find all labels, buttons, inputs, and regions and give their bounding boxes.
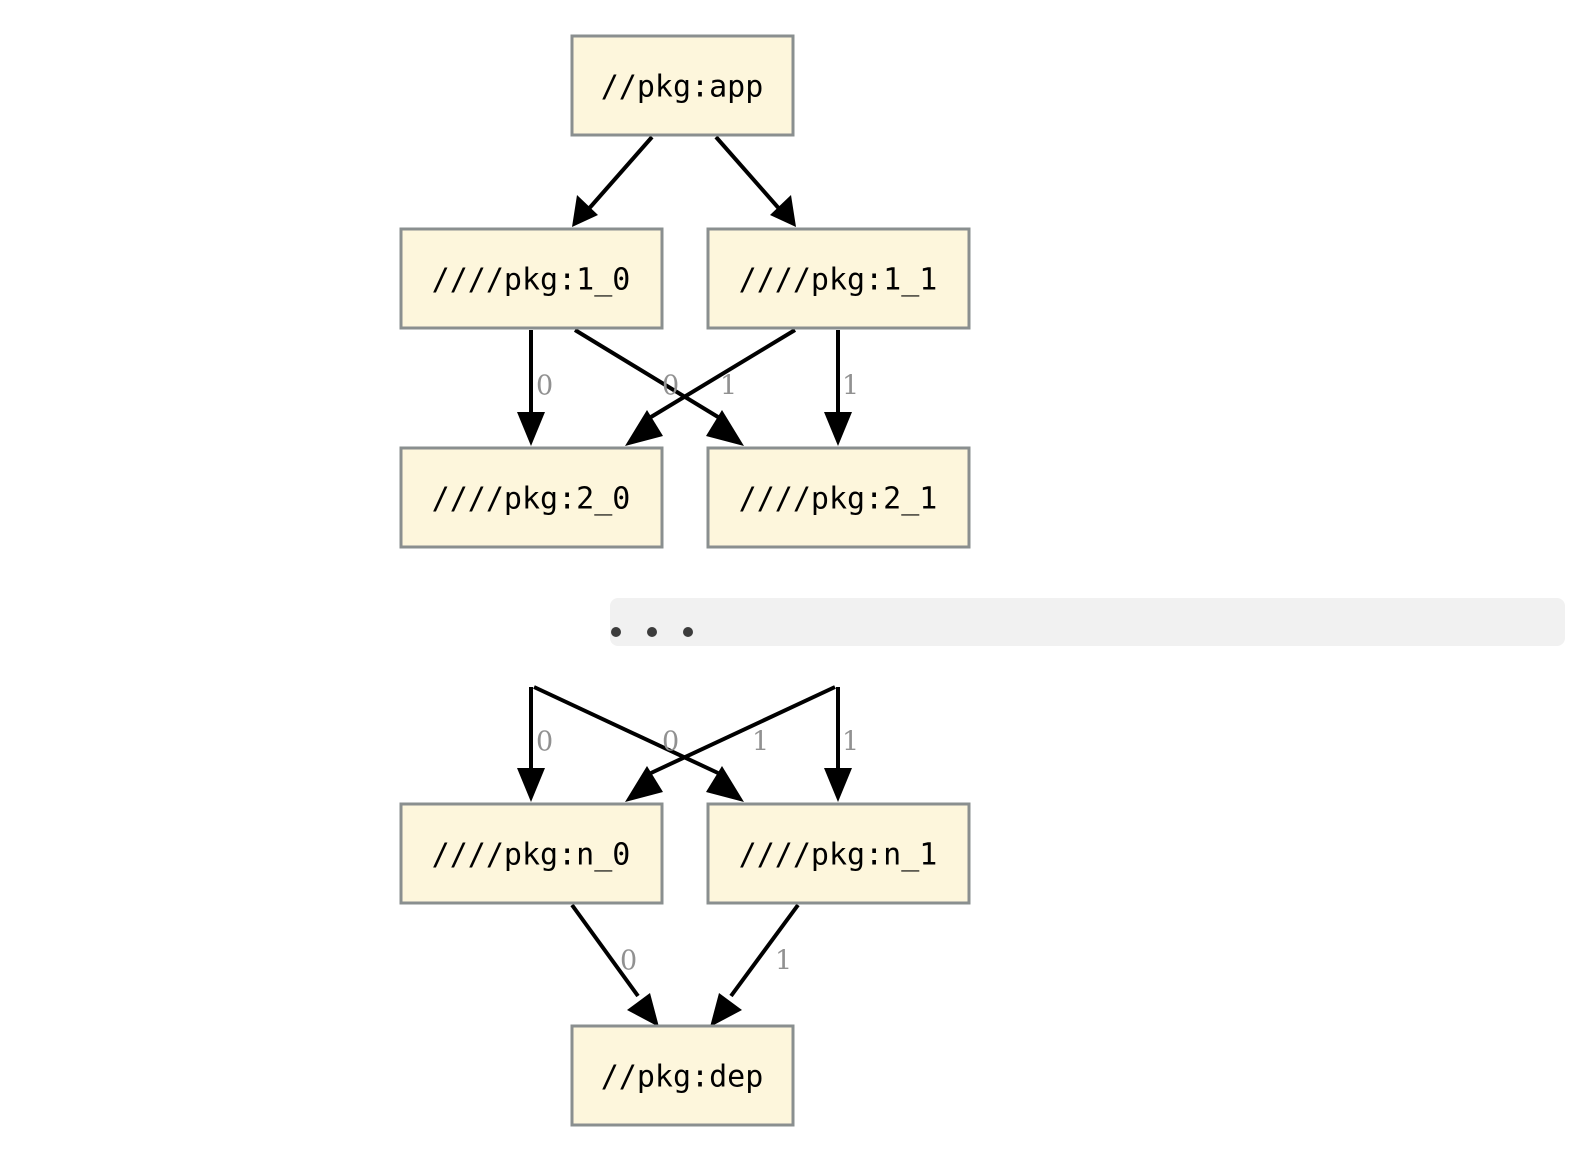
node-box[interactable] (399, 802, 664, 905)
edge-line (649, 328, 797, 419)
edge-line (573, 328, 720, 419)
ellipsis-band (610, 598, 1565, 646)
arrowhead-icon (824, 768, 852, 802)
node-label: ////pkg:n_1 (739, 838, 938, 873)
node-box[interactable] (399, 227, 664, 330)
node-label: //pkg:app (601, 70, 764, 105)
ellipsis-dot-icon (611, 627, 621, 637)
node-box[interactable] (399, 446, 664, 549)
arrowhead-icon (710, 993, 742, 1027)
arrowhead-icon (625, 410, 663, 446)
node-pkg-2_1[interactable]: ////pkg:2_1 (706, 446, 971, 549)
arrowhead-icon (517, 412, 545, 446)
node-pkg-n_0[interactable]: ////pkg:n_0 (399, 802, 664, 905)
arrowhead-icon (706, 766, 744, 802)
node-app[interactable]: //pkg:app (570, 34, 795, 137)
edge-above-to-n_1 (824, 687, 852, 802)
edge-label-1_0-2_0: 0 (536, 371, 553, 402)
node-label: ////pkg:1_1 (739, 263, 938, 298)
edge-above-to-n_0-cross (625, 685, 836, 802)
edge-label-1_1-2_0: 1 (720, 371, 737, 402)
node-box[interactable] (706, 446, 971, 549)
edge-line (584, 135, 654, 214)
edge-label-1_0-2_1: 0 (662, 371, 679, 402)
edge-line (714, 135, 784, 214)
node-label: ////pkg:n_0 (432, 838, 631, 873)
edge-line (729, 903, 800, 998)
node-dep[interactable]: //pkg:dep (570, 1024, 795, 1127)
edge-app-to-1_0 (572, 135, 654, 227)
node-label: ////pkg:2_1 (739, 482, 938, 517)
edge-label-above-n_0-cross: 1 (752, 727, 769, 758)
edge-line (533, 685, 719, 775)
node-box[interactable] (570, 34, 795, 137)
edge-app-to-1_1 (714, 135, 796, 227)
arrowhead-icon (824, 412, 852, 446)
node-box[interactable] (706, 802, 971, 905)
edge-label-1_1-2_1: 1 (842, 371, 859, 402)
arrowhead-icon (517, 768, 545, 802)
node-label: ////pkg:2_0 (432, 482, 631, 517)
arrowhead-icon (706, 410, 744, 446)
edge-1_1-to-2_0 (625, 328, 797, 446)
edge-1_0-to-2_0 (517, 330, 545, 446)
edge-1_1-to-2_1 (824, 330, 852, 446)
ellipsis-dot-icon (683, 627, 693, 637)
ellipsis-separator (610, 598, 1565, 646)
node-pkg-1_1[interactable]: ////pkg:1_1 (706, 227, 971, 330)
edge-above-to-n_1-cross (533, 685, 744, 802)
edge-label-n_0-dep: 0 (620, 946, 637, 977)
node-pkg-2_0[interactable]: ////pkg:2_0 (399, 446, 664, 549)
ellipsis-dot-icon (647, 627, 657, 637)
node-pkg-n_1[interactable]: ////pkg:n_1 (706, 802, 971, 905)
edge-label-above-n_1-cross: 0 (662, 727, 679, 758)
edge-1_0-to-2_1 (573, 328, 744, 446)
node-box[interactable] (570, 1024, 795, 1127)
edge-n_1-to-dep (710, 903, 800, 1027)
edge-line (570, 903, 640, 998)
arrowhead-icon (627, 993, 659, 1027)
arrowhead-icon (770, 195, 796, 227)
edge-label-n_1-dep: 1 (775, 946, 792, 977)
arrowhead-icon (625, 766, 663, 802)
node-label: ////pkg:1_0 (432, 263, 631, 298)
arrowhead-icon (572, 195, 598, 227)
node-label: //pkg:dep (601, 1060, 764, 1095)
node-pkg-1_0[interactable]: ////pkg:1_0 (399, 227, 664, 330)
edge-label-above-n_0: 0 (536, 727, 553, 758)
edge-label-above-n_1: 1 (842, 727, 859, 758)
node-box[interactable] (706, 227, 971, 330)
edge-above-to-n_0 (517, 687, 545, 802)
edge-n_0-to-dep (570, 903, 659, 1027)
edge-line (650, 685, 836, 775)
